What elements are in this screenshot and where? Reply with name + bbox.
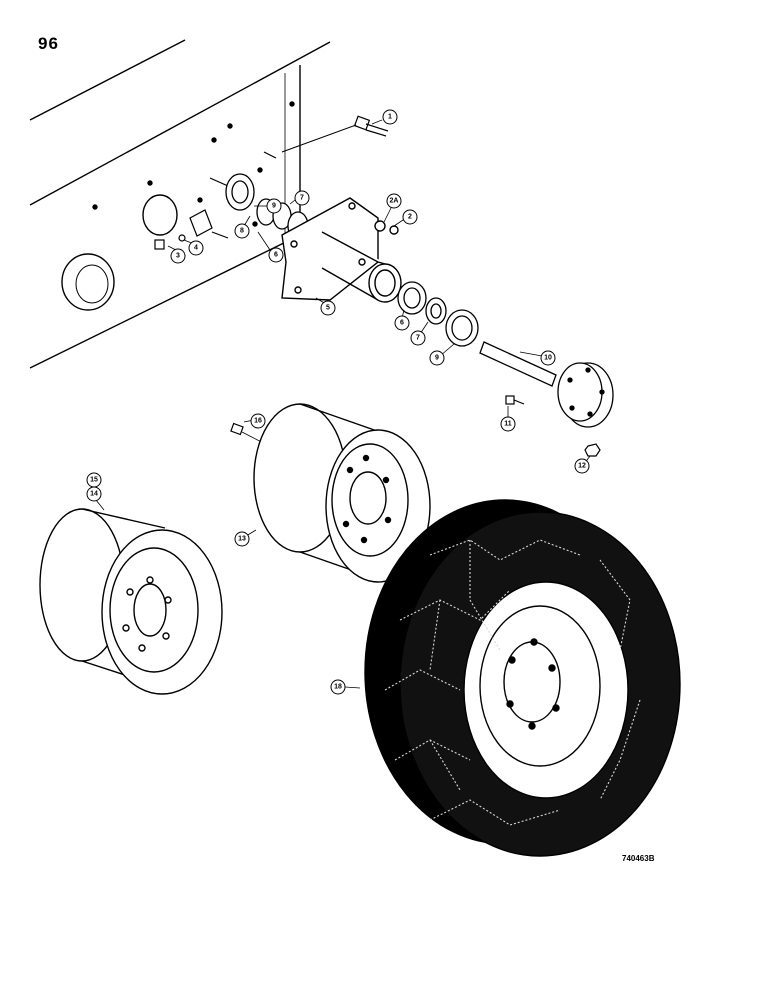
stud-11 — [505, 395, 525, 405]
svg-text:3: 3 — [176, 253, 180, 260]
lock-plate-and-bolt — [154, 209, 213, 250]
callout-3: 3 — [170, 248, 186, 264]
svg-text:2A: 2A — [390, 198, 399, 205]
svg-text:2: 2 — [408, 214, 412, 221]
bearing-assembly — [225, 173, 309, 241]
callout-2: 2 — [402, 209, 418, 225]
bolt-1 — [353, 115, 389, 137]
callout-11: 11 — [500, 416, 516, 432]
callout-labels: 1 2 2A 3 4 5 6 6 7 7 8 9 9 10 11 12 13 1… — [86, 109, 590, 695]
svg-text:11: 11 — [504, 421, 512, 428]
callout-10: 10 — [540, 350, 556, 366]
page-number: 96 — [38, 34, 59, 53]
svg-text:9: 9 — [435, 355, 439, 362]
callout-6a: 6 — [268, 247, 284, 263]
svg-text:15: 15 — [90, 477, 98, 484]
svg-text:16: 16 — [254, 418, 262, 425]
callout-15: 15 — [86, 472, 102, 488]
callout-7b: 7 — [410, 330, 426, 346]
axle-housing — [281, 197, 402, 303]
callout-4: 4 — [188, 240, 204, 256]
callout-1: 1 — [382, 109, 398, 125]
svg-text:4: 4 — [194, 245, 198, 252]
svg-text:1: 1 — [388, 114, 392, 121]
svg-text:6: 6 — [400, 320, 404, 327]
frame-panel — [29, 39, 331, 369]
callout-9a: 9 — [266, 198, 282, 214]
svg-text:9: 9 — [272, 203, 276, 210]
callout-8: 8 — [234, 223, 250, 239]
callout-12: 12 — [574, 458, 590, 474]
callout-18: 18 — [330, 679, 346, 695]
svg-text:10: 10 — [544, 355, 552, 362]
nut-12 — [584, 443, 601, 457]
shaft-bearings — [397, 281, 479, 347]
figure-code: 740463B — [622, 854, 655, 863]
callout-14: 14 — [86, 486, 102, 502]
callout-9b: 9 — [429, 350, 445, 366]
svg-text:5: 5 — [326, 305, 330, 312]
wheel-rim-14 — [39, 508, 223, 695]
svg-text:6: 6 — [274, 252, 278, 259]
svg-text:14: 14 — [90, 491, 98, 498]
svg-text:7: 7 — [416, 335, 420, 342]
wheel-rim-13 — [253, 403, 431, 583]
svg-text:13: 13 — [238, 536, 246, 543]
tire-tread-pattern — [384, 539, 641, 826]
svg-text:8: 8 — [240, 228, 244, 235]
callout-5: 5 — [320, 300, 336, 316]
svg-text:18: 18 — [334, 684, 342, 691]
stud — [209, 151, 277, 239]
solid-tire-18 — [364, 499, 681, 857]
callout-16: 16 — [250, 413, 266, 429]
axle-shaft — [479, 341, 614, 428]
callout-7a: 7 — [294, 190, 310, 206]
callout-2a: 2A — [386, 193, 402, 209]
svg-text:7: 7 — [300, 195, 304, 202]
callout-13: 13 — [234, 531, 250, 547]
callout-6b: 6 — [394, 315, 410, 331]
svg-text:12: 12 — [578, 463, 586, 470]
